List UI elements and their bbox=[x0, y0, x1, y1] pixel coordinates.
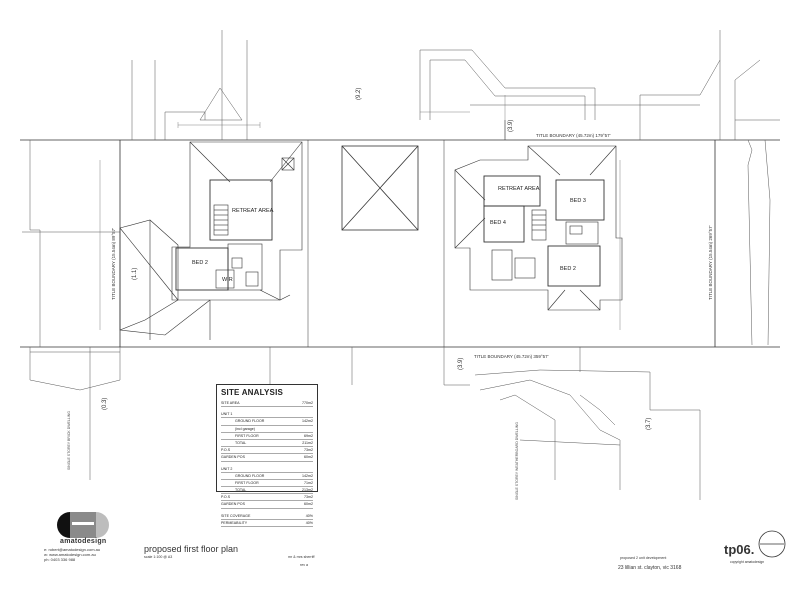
title-boundary-right: TITLE BOUNDARY (15.54m) 269°57' bbox=[708, 225, 713, 300]
lot-label-left: (1.1) bbox=[132, 268, 138, 280]
room-label-bed3: BED 3 bbox=[570, 198, 586, 204]
unit-1-first-floor bbox=[119, 141, 303, 340]
title-boundary-top: TITLE BOUNDARY (45.72m) 179°57' bbox=[536, 133, 611, 138]
sheet-number: tp06. bbox=[724, 542, 755, 557]
lot-label-top: (9.2) bbox=[356, 88, 362, 100]
client-name: mr & mrs sherriff bbox=[288, 555, 315, 559]
neighbour-label-left: SINGLE STOREY BRICK DWELLING bbox=[67, 411, 71, 470]
site-boundary bbox=[20, 139, 780, 348]
company-brand: amatodesign bbox=[60, 538, 107, 545]
company-logo-icon bbox=[57, 512, 109, 538]
sa-row-unit1: UNIT 1 bbox=[221, 411, 313, 419]
room-label-bed2-left: BED 2 bbox=[192, 260, 208, 266]
company-email: e: robert@amatodesign.com.au bbox=[44, 547, 101, 552]
sa-row-unit2: UNIT 2 bbox=[221, 466, 313, 473]
drawing-title: proposed first floor plan bbox=[144, 544, 239, 554]
copyright-note: copyright amatodesign bbox=[730, 560, 765, 564]
room-label-wir: WIR bbox=[222, 277, 233, 283]
lot-label-right2: (3.7) bbox=[646, 418, 652, 430]
site-analysis-title: SITE ANALYSIS bbox=[221, 388, 284, 397]
project-name: proposed 2 unit development bbox=[620, 556, 667, 560]
room-label-bed2-right: BED 2 bbox=[560, 266, 576, 272]
dimension-marks bbox=[99, 95, 621, 348]
north-arrow-icon bbox=[758, 530, 786, 558]
title-boundary-left: TITLE BOUNDARY (15.54m) 89°57' bbox=[111, 228, 116, 300]
room-label-retreat-right: RETREAT AREA bbox=[498, 186, 540, 192]
unit-2-first-floor bbox=[454, 120, 623, 311]
lot-label-top2: (3.9) bbox=[508, 120, 514, 132]
lot-label-left2: (0.3) bbox=[102, 398, 108, 410]
title-boundary-bottom: TITLE BOUNDARY (45.72m) 359°57' bbox=[474, 354, 549, 359]
drawing-scale: scale 1:100 @ A3 bbox=[144, 555, 173, 559]
central-void bbox=[341, 145, 419, 231]
lot-label-mid: (3.9) bbox=[458, 358, 464, 370]
room-label-retreat-left: RETREAT AREA bbox=[232, 208, 274, 214]
project-address: 23 lillian st. clayton, vic 3168 bbox=[618, 565, 682, 571]
sa-row-incl-garage: (incl garage) bbox=[221, 426, 313, 433]
company-web: w: www.amatodesign.com.au bbox=[44, 552, 96, 557]
room-label-bed4: BED 4 bbox=[490, 220, 506, 226]
company-phone: ph: 0403 336 988 bbox=[44, 557, 76, 562]
neighbour-lots bbox=[22, 30, 780, 500]
neighbour-label-bottom: SINGLE STOREY WEATHERBOARD DWELLING bbox=[515, 422, 519, 500]
revision: rev a bbox=[300, 563, 308, 567]
